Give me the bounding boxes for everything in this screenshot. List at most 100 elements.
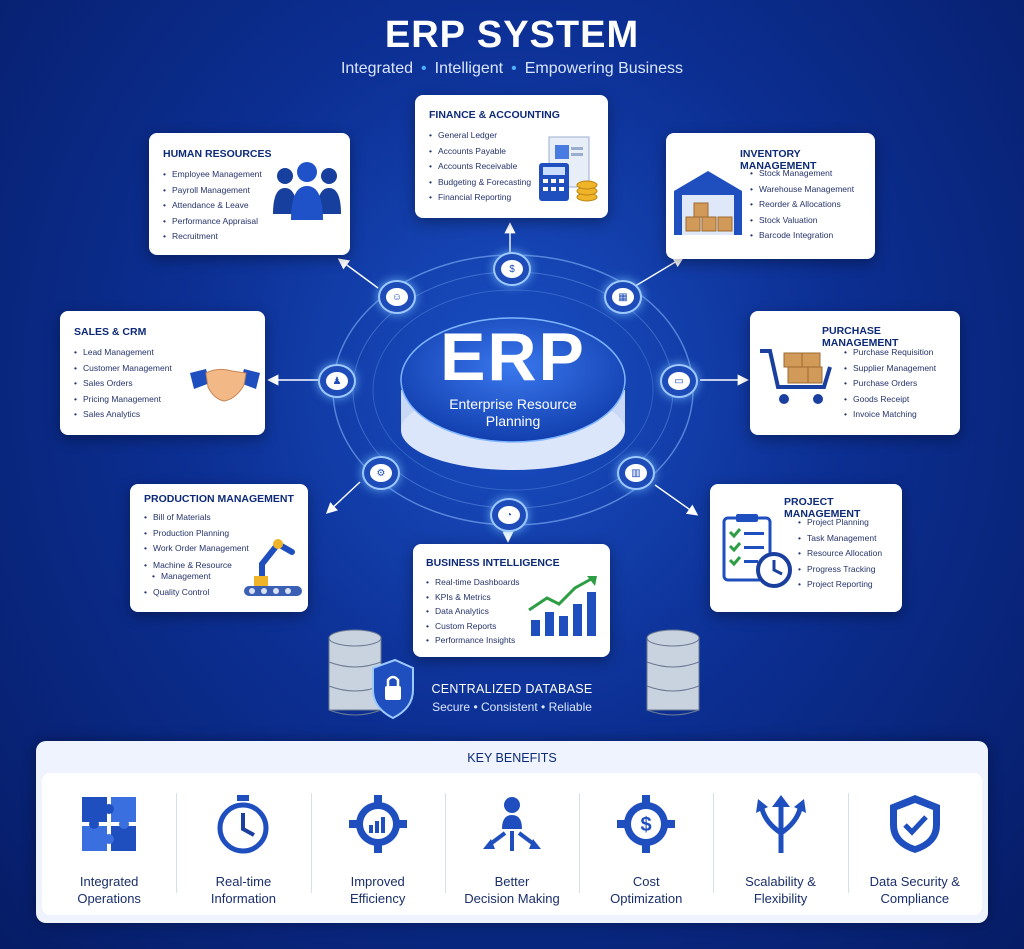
list-item: Stock Valuation	[750, 213, 854, 229]
card-list: Employee Management Payroll Management A…	[163, 167, 262, 245]
benefit-label: Optimization	[610, 891, 683, 906]
benefit-label: Integrated	[79, 874, 139, 889]
module-card-purchase: PURCHASE MANAGEMENT Purchase Requisition…	[750, 311, 960, 435]
list-item: Quality Control	[144, 585, 249, 601]
module-card-project: PROJECT MANAGEMENT Project Planning Task…	[710, 484, 902, 612]
benefit-label: Real-time	[215, 874, 272, 889]
inventory-node-icon: ▦	[604, 280, 642, 314]
benefits-title: KEY BENEFITS	[467, 751, 557, 765]
subtitle-item: Empowering Business	[524, 60, 684, 77]
list-item: Supplier Management	[844, 361, 936, 377]
arrows-icon	[755, 795, 806, 853]
list-item: Machine & Resource	[144, 560, 249, 571]
benefit-label: Cost	[632, 874, 660, 889]
page-title: ERP SYSTEM	[384, 14, 640, 56]
card-title: SALES & CRM	[74, 326, 147, 338]
database-title: CENTRALIZED DATABASE	[431, 682, 593, 696]
database-attr: Consistent	[480, 700, 538, 714]
module-card-inventory: INVENTORY MANAGEMENT Stock Management Wa…	[666, 133, 875, 259]
list-item: Stock Management	[750, 166, 854, 182]
benefit-label: Improved	[350, 874, 405, 889]
subtitle-item: Integrated	[340, 60, 414, 77]
list-item: Accounts Receivable	[429, 159, 531, 175]
benefit-label: Information	[210, 891, 276, 906]
list-item: KPIs & Metrics	[426, 590, 520, 605]
list-item: Production Planning	[144, 526, 249, 542]
list-item: Warehouse Management	[750, 182, 854, 198]
page-subtitle: Integrated•Intelligent•Empowering Busine…	[340, 60, 684, 77]
project-node-icon: ▥	[617, 456, 655, 490]
list-item-wrap: Management	[144, 571, 249, 581]
card-list: General Ledger Accounts Payable Accounts…	[429, 128, 531, 206]
subtitle-item: Intelligent	[434, 60, 504, 77]
database-icon	[646, 629, 700, 716]
benefit-item: Data Security &Compliance	[847, 773, 982, 915]
benefit-label: Decision Making	[464, 891, 560, 906]
list-item: Barcode Integration	[750, 228, 854, 244]
list-item: Data Analytics	[426, 604, 520, 619]
database-lock-icon	[328, 629, 414, 720]
card-list: Real-time Dashboards KPIs & Metrics Data…	[426, 575, 520, 648]
benefit-label: Efficiency	[350, 891, 406, 906]
list-item: Performance Insights	[426, 633, 520, 648]
list-item: Project Reporting	[798, 577, 882, 593]
benefit-label: Compliance	[880, 891, 950, 906]
card-title: HUMAN RESOURCES	[163, 148, 272, 160]
robot-arm-icon	[244, 539, 302, 596]
list-item: Progress Tracking	[798, 562, 882, 578]
shield-check-icon	[889, 795, 940, 853]
module-card-hr: HUMAN RESOURCES Employee Management Payr…	[149, 133, 350, 255]
wrap-text: Management	[160, 570, 211, 581]
list-item: Attendance & Leave	[163, 198, 262, 214]
list-item: Performance Appraisal	[163, 214, 262, 230]
handshake-icon	[190, 368, 260, 402]
database-subtitle: Secure • Consistent • Reliable	[432, 700, 592, 714]
list-item: Pricing Management	[74, 392, 172, 408]
list-item: Resource Allocation	[798, 546, 882, 562]
database-attr: Secure	[432, 700, 471, 714]
list-item: Financial Reporting	[429, 190, 531, 206]
list-item: Budgeting & Forecasting	[429, 175, 531, 191]
erp-center-label: ERP	[440, 319, 586, 395]
card-title: FINANCE & ACCOUNTING	[429, 109, 560, 121]
dollar-gear-icon: $	[617, 795, 676, 853]
list-item: Sales Analytics	[74, 407, 172, 423]
list-item: Payroll Management	[163, 183, 262, 199]
list-item: Work Order Management	[144, 541, 249, 557]
stopwatch-icon	[217, 795, 269, 854]
warehouse-icon	[674, 171, 742, 235]
card-list: Purchase Requisition Supplier Management…	[844, 345, 936, 423]
shopping-cart-icon	[760, 349, 832, 404]
list-item: Real-time Dashboards	[426, 575, 520, 590]
svg-text:$: $	[641, 814, 652, 836]
decision-icon	[482, 797, 541, 851]
list-item: Task Management	[798, 531, 882, 547]
card-list: Stock Management Warehouse Management Re…	[750, 166, 854, 244]
list-item: Purchase Requisition	[844, 345, 936, 361]
puzzle-icon	[82, 797, 137, 851]
people-group-icon	[273, 162, 341, 220]
list-item: General Ledger	[429, 128, 531, 144]
erp-center-subtitle: Enterprise Resource Planning	[420, 396, 606, 430]
purchase-node-icon: ▭	[660, 364, 698, 398]
list-item: Project Planning	[798, 515, 882, 531]
sales-node-icon: ♟	[318, 364, 356, 398]
card-list: Project Planning Task Management Resourc…	[798, 515, 882, 593]
database-attr: Reliable	[548, 700, 592, 714]
card-title: PRODUCTION MANAGEMENT	[144, 493, 294, 505]
benefit-label: Operations	[77, 891, 141, 906]
gear-chart-icon	[348, 795, 407, 853]
list-item: Purchase Orders	[844, 376, 936, 392]
list-item: Employee Management	[163, 167, 262, 183]
list-item: Recruitment	[163, 229, 262, 245]
list-item: Custom Reports	[426, 619, 520, 634]
calculator-coins-icon	[539, 136, 598, 202]
growth-chart-icon	[528, 576, 597, 636]
erp-subtitle-line: Enterprise Resource	[449, 396, 577, 412]
